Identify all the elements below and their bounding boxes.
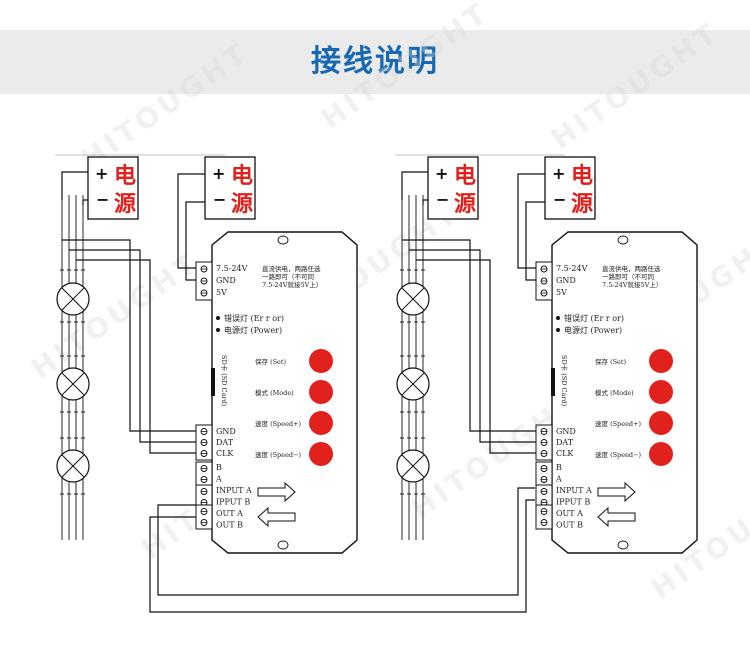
controller-box: 7.5-24V GND 5V 直流供电，两路任选一路即可（不可同7.5-24V就接5V…	[535, 231, 698, 554]
power-terminal-label: 7.5-24V	[216, 264, 248, 273]
psu-label-char-1: 电	[454, 164, 476, 189]
power-note: 7.5-24V就接5V上）	[262, 280, 322, 289]
indicator-label: 错误灯 (Er r or)	[224, 313, 284, 323]
sync-terminal-label: A	[215, 475, 222, 484]
speed-up-button[interactable]	[309, 411, 333, 435]
set-button[interactable]	[649, 349, 673, 373]
indicator-label: 错误灯 (Er r or)	[564, 313, 624, 323]
power-note: 直流供电，两路任选	[602, 264, 661, 273]
power-note: 一路即可（不可同	[602, 272, 654, 281]
power-supply: + −电源	[204, 156, 256, 220]
controller-box: 7.5-24V GND 5V 直流供电，两路任选一路即可（不可同7.5-24V就接5V…	[195, 231, 358, 554]
led-pixel	[56, 282, 90, 316]
psu-label-char-2: 源	[571, 192, 593, 217]
signal-terminal-label: DAT	[556, 438, 574, 447]
minus-sign: −	[96, 190, 109, 209]
button-label: 保存 (Set)	[255, 357, 287, 366]
sd-card-slot[interactable]	[211, 368, 215, 396]
button-label: 速度 (Speed−)	[255, 450, 302, 459]
sync-terminal-label: OUT B	[556, 521, 583, 530]
button-label: 速度 (Speed+)	[255, 419, 302, 428]
mode-button[interactable]	[309, 380, 333, 404]
sync-terminal-label: OUT A	[216, 509, 243, 518]
psu-label-char-2: 源	[114, 192, 136, 217]
led-pixel	[56, 367, 90, 401]
power-terminal-label: GND	[556, 276, 576, 285]
title-banner	[0, 30, 750, 94]
sync-cable	[149, 487, 535, 613]
button-label: 模式 (Mode)	[255, 388, 294, 397]
signal-terminal-label: GND	[556, 427, 576, 436]
sync-terminal-label: OUT A	[556, 509, 583, 518]
sync-terminal-label: A	[555, 475, 562, 484]
plus-sign: +	[212, 164, 225, 183]
signal-terminal-label: DAT	[216, 438, 234, 447]
sd-card-label: SD卡 (SD Card)	[220, 355, 229, 407]
led-pixel	[396, 367, 430, 401]
button-label: 速度 (Speed+)	[595, 419, 642, 428]
led-pixel	[396, 449, 430, 483]
minus-sign: −	[436, 190, 449, 209]
sync-terminal-label: IPPUT B	[556, 498, 590, 507]
speed-down-button[interactable]	[309, 442, 333, 466]
power-terminal-label: 7.5-24V	[556, 264, 588, 273]
indicator-label: 电源灯 (Power)	[564, 325, 622, 335]
indicator-label: 电源灯 (Power)	[224, 325, 282, 335]
button-label: 保存 (Set)	[595, 357, 627, 366]
power-supply: + −电源	[427, 156, 479, 220]
power-terminal-label: 5V	[556, 288, 567, 297]
sync-terminal-label: INPUT A	[216, 486, 252, 495]
sync-terminal-label: B	[556, 463, 562, 472]
button-label: 速度 (Speed−)	[595, 450, 642, 459]
power-terminal-label: 5V	[216, 288, 227, 297]
page-title: 接线说明	[311, 44, 439, 79]
sync-terminal-label: INPUT A	[556, 486, 592, 495]
sync-terminal-label: B	[216, 463, 222, 472]
psu-label-char-1: 电	[114, 164, 136, 189]
minus-sign: −	[553, 190, 566, 209]
psu-label-char-2: 源	[454, 192, 476, 217]
power-note: 7.5-24V就接5V上）	[602, 280, 662, 289]
plus-sign: +	[552, 164, 565, 183]
sync-terminal-label: IPPUT B	[216, 498, 250, 507]
sd-card-label: SD卡 (SD Card)	[560, 355, 569, 407]
psu-label-char-1: 电	[231, 164, 253, 189]
power-note: 一路即可（不可同	[262, 272, 314, 281]
input-arrow-icon	[597, 481, 636, 503]
plus-sign: +	[95, 164, 108, 183]
sync-terminal-label: OUT B	[216, 521, 243, 530]
button-label: 模式 (Mode)	[595, 388, 634, 397]
psu-label-char-1: 电	[571, 164, 593, 189]
led-pixel	[396, 282, 430, 316]
power-note: 直流供电，两路任选	[262, 264, 321, 273]
power-supply: + −电源	[544, 156, 596, 220]
watermark-text: HITOUGHT	[545, 16, 725, 156]
set-button[interactable]	[309, 349, 333, 373]
psu-label-char-2: 源	[231, 192, 253, 217]
power-supply: + −电源	[87, 156, 139, 220]
speed-up-button[interactable]	[649, 411, 673, 435]
power-terminal-label: GND	[216, 276, 236, 285]
speed-down-button[interactable]	[649, 442, 673, 466]
mode-button[interactable]	[649, 380, 673, 404]
controller-unit: +−电源+−电源7.5-24VGND5V直流供电，两路任选一路即可（不可同7.5…	[55, 154, 358, 554]
watermark-text: HITOUGHT	[315, 0, 495, 136]
signal-terminal-label: CLK	[556, 449, 574, 458]
minus-sign: −	[213, 190, 226, 209]
sd-card-slot[interactable]	[551, 368, 555, 396]
input-arrow-icon	[257, 481, 296, 503]
signal-terminal-label: CLK	[216, 449, 234, 458]
led-pixel	[56, 449, 90, 483]
controller-unit: +−电源+−电源7.5-24VGND5V直流供电，两路任选一路即可（不可同7.5…	[395, 154, 698, 554]
output-arrow-icon	[597, 506, 636, 528]
plus-sign: +	[435, 164, 448, 183]
output-arrow-icon	[257, 506, 296, 528]
signal-terminal-label: GND	[216, 427, 236, 436]
